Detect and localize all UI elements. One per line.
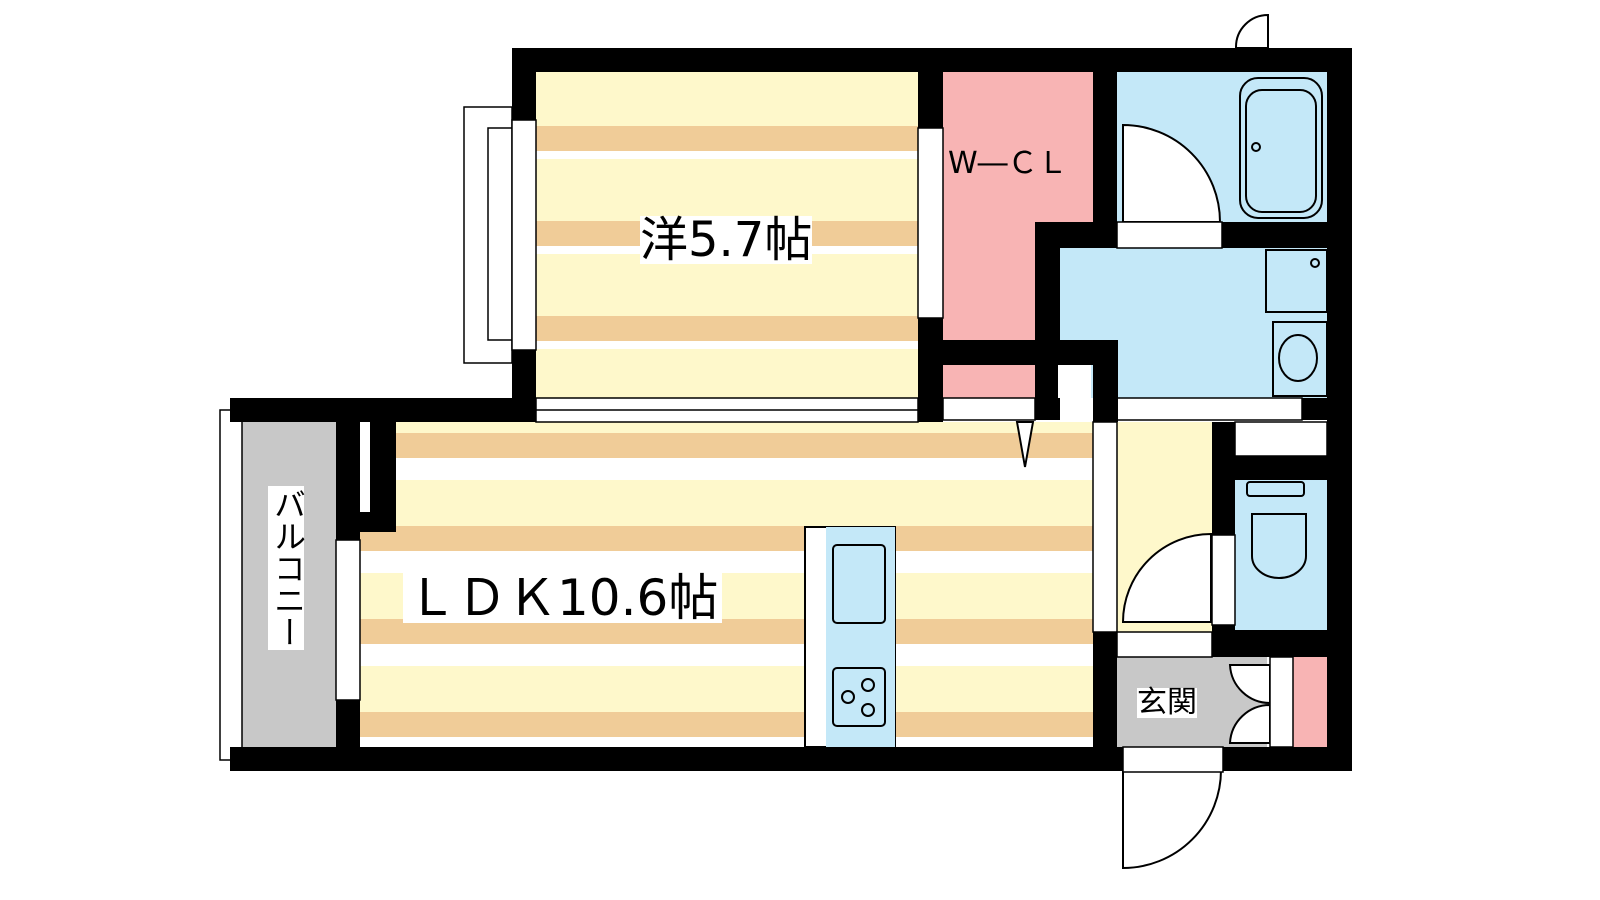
- walk-in-closet-floor-lower: [943, 365, 1035, 398]
- sink-icon: [832, 544, 886, 624]
- western-room-label: 洋5.7帖: [640, 212, 813, 268]
- burner-icons: [841, 678, 875, 717]
- stove-icon: [832, 667, 886, 727]
- balcony-label: バルコニー: [268, 486, 307, 650]
- walk-in-closet-label: W―ＣＬ: [948, 146, 1068, 181]
- entrance-label: 玄関: [1137, 685, 1197, 720]
- ldk-label: ＬＤＫ10.6帖: [403, 573, 723, 623]
- toilet-icon: [1246, 481, 1307, 579]
- door-arcs: [1015, 13, 1271, 870]
- bathtub-icon: [1239, 77, 1323, 219]
- walls: [230, 48, 1352, 771]
- shoe-box: [1293, 657, 1327, 747]
- bathtub-inner: [1245, 89, 1317, 213]
- windows: [219, 106, 1328, 773]
